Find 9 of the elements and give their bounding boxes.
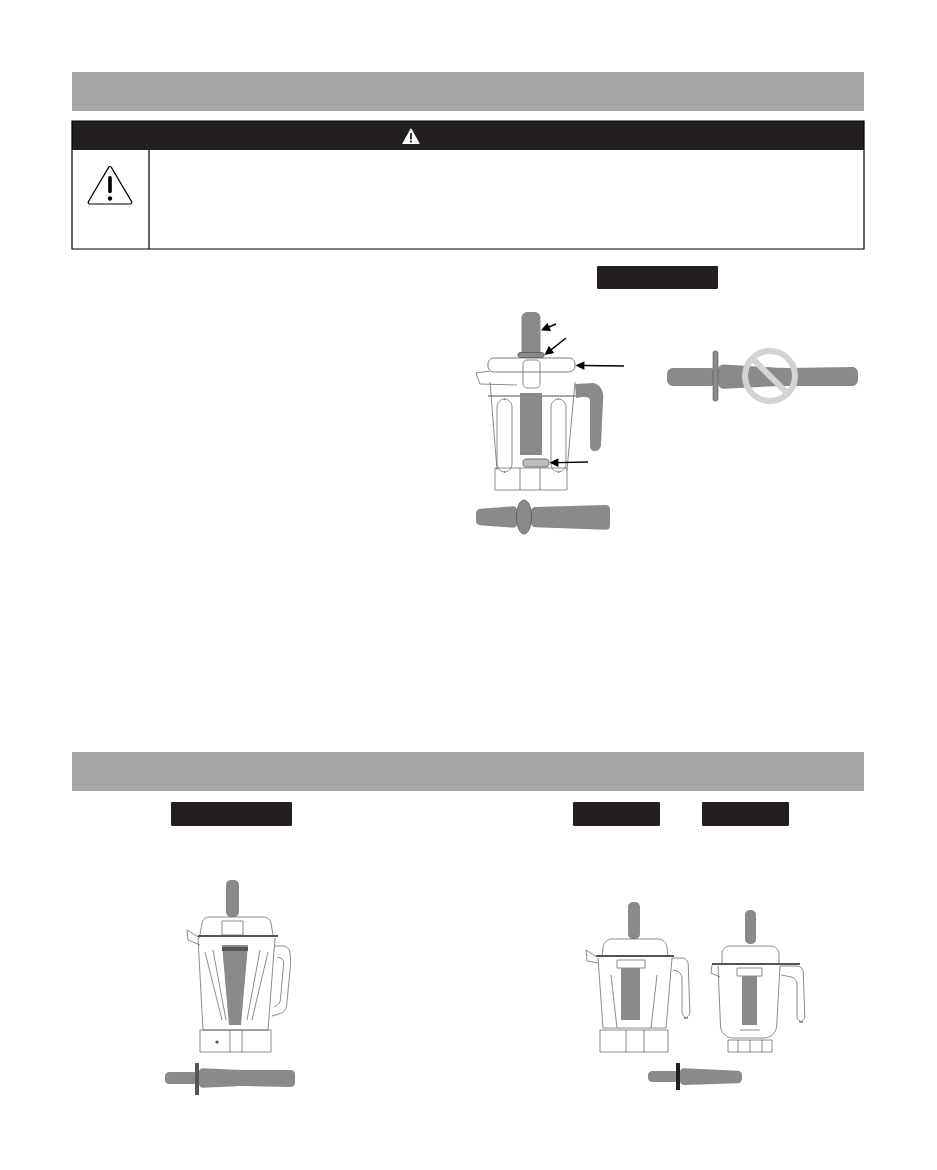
label-tab xyxy=(573,802,660,826)
tamper-collar xyxy=(517,352,545,358)
label-tab xyxy=(597,266,718,289)
lid xyxy=(487,357,576,373)
blade-assembly xyxy=(522,458,550,468)
header-bar xyxy=(72,752,864,791)
header-bar xyxy=(72,72,864,111)
label-tab xyxy=(702,802,789,826)
label-tab xyxy=(171,802,292,826)
